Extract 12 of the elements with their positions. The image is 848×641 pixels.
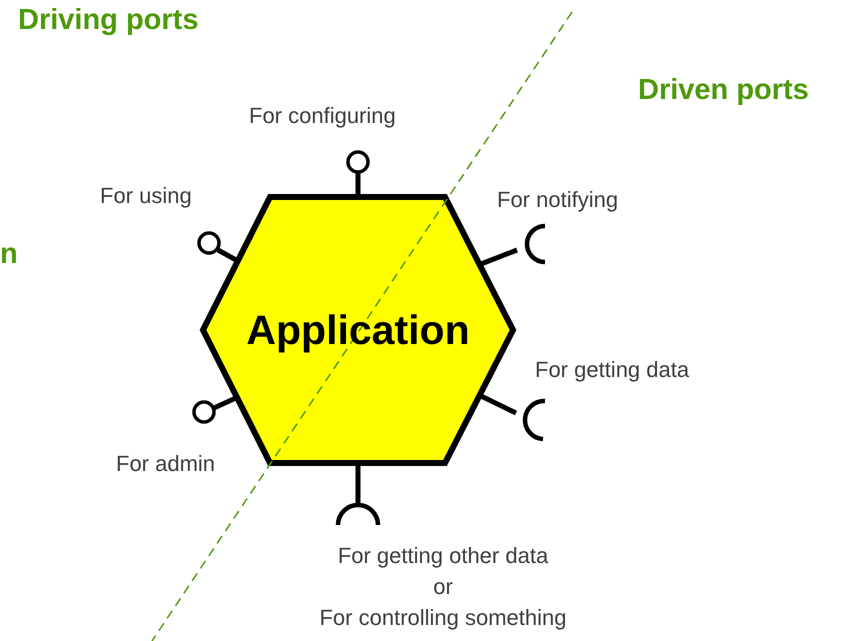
port-label: or [433, 574, 453, 600]
port-label: For using [100, 183, 192, 208]
port-label: For controlling something [320, 605, 566, 630]
port-label: For getting other data [338, 543, 548, 568]
section-heading: n [0, 238, 18, 272]
node-title: Application [246, 306, 470, 354]
port-label: For notifying [497, 187, 618, 212]
port-label: For configuring [249, 103, 396, 128]
port-label: For getting data [535, 357, 690, 382]
section-heading: Driving ports [18, 4, 198, 38]
port-label: For admin [116, 451, 216, 476]
section-heading: Driven ports [638, 74, 809, 108]
